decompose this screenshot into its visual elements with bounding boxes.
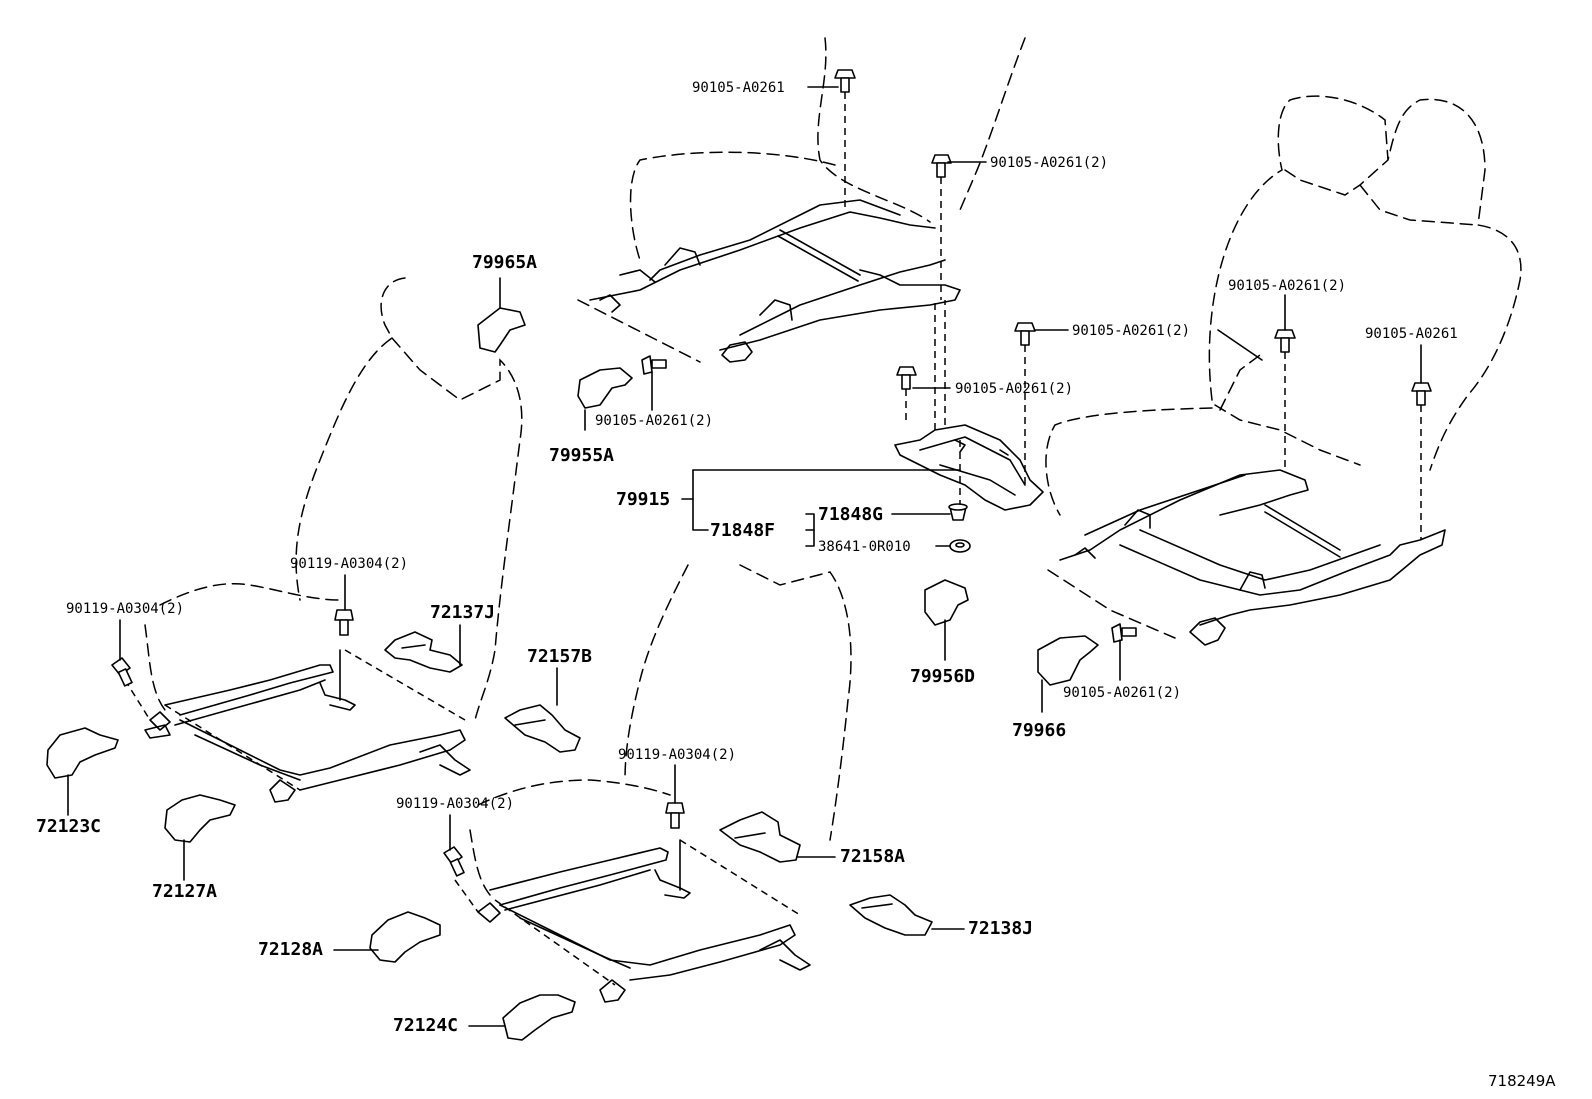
label-part-71848g: 71848G [818, 504, 883, 525]
screw-icon [111, 657, 133, 687]
label-bolt-90105-a0261-2: 90105-A0261(2) [1063, 685, 1181, 701]
top-seat-frame [589, 199, 961, 363]
cover-72124c-icon [502, 994, 576, 1041]
label-bolt-90105-a0261-2: 90105-A0261(2) [1072, 323, 1190, 339]
cover-72137j-icon [384, 631, 463, 673]
cover-72138j-icon [849, 894, 933, 936]
label-bolt-90105-a0261-2: 90105-A0261(2) [595, 413, 713, 429]
leader-lines [67, 86, 1422, 1027]
label-bolt-90105-a0261-2: 90105-A0261(2) [955, 381, 1073, 397]
bolt-icon [834, 69, 856, 210]
label-part-72137j: 72137J [430, 602, 495, 623]
right-seat-frame [1059, 469, 1446, 646]
label-part-72138j: 72138J [968, 918, 1033, 939]
label-part-79966: 79966 [1012, 720, 1066, 741]
left-seat-outline [144, 277, 523, 721]
label-part-72124c: 72124C [393, 1015, 458, 1036]
label-part-72157b: 72157B [527, 646, 592, 667]
screw-icon [443, 846, 465, 877]
screw-icon [665, 802, 685, 829]
label-bolt-90105-a0261: 90105-A0261 [1365, 326, 1458, 342]
bolt-icon [1014, 322, 1036, 488]
label-part-79915: 79915 [616, 489, 670, 510]
bolt-icon [931, 154, 952, 300]
cover-79956d-icon [924, 579, 969, 626]
bolt-icon [641, 355, 667, 375]
label-part-72128a: 72128A [258, 939, 323, 960]
bottom-seat-dashes [454, 839, 801, 986]
label-part-72127a: 72127A [152, 881, 217, 902]
screw-icon [334, 609, 354, 636]
part-labels: 90105-A0261 90105-A0261(2) 79965A 90105-… [36, 80, 1556, 1090]
washer-icon [949, 539, 971, 553]
cover-72157b-icon [504, 704, 581, 753]
label-part-79956d: 79956D [910, 666, 975, 687]
label-screw-90119-a0304-2: 90119-A0304(2) [396, 796, 514, 812]
bolt-icon [896, 366, 917, 420]
figure-reference-number: 718249A [1488, 1072, 1556, 1090]
label-part-38641-0r010: 38641-0R010 [818, 539, 911, 555]
cover-79955a-icon [577, 367, 633, 409]
cover-79965a-icon [477, 307, 526, 353]
label-part-79965a: 79965A [472, 252, 537, 273]
bolt-icon [1274, 329, 1296, 470]
cover-79966-icon [1037, 635, 1099, 686]
label-screw-90119-a0304-2: 90119-A0304(2) [290, 556, 408, 572]
label-part-79955a: 79955A [549, 445, 614, 466]
label-screw-90119-a0304-2: 90119-A0304(2) [618, 747, 736, 763]
label-bolt-90105-a0261-2: 90105-A0261(2) [990, 155, 1108, 171]
cover-72158a-icon [719, 811, 801, 863]
label-screw-90119-a0304-2: 90119-A0304(2) [66, 601, 184, 617]
cover-72123c-icon [46, 727, 119, 779]
left-seat-frame [144, 649, 471, 803]
top-seat-outline [577, 37, 1026, 363]
clip-71848g-icon [948, 503, 968, 521]
cover-72127a-icon [164, 794, 236, 843]
bottom-seat-frame [477, 839, 811, 1003]
label-part-72123c: 72123C [36, 816, 101, 837]
bolt-icon [1111, 623, 1137, 643]
label-bolt-90105-a0261-2: 90105-A0261(2) [1228, 278, 1346, 294]
right-seat-outline [1045, 95, 1522, 639]
label-bolt-90105-a0261: 90105-A0261 [692, 80, 785, 96]
label-part-72158a: 72158A [840, 846, 905, 867]
bottom-seat-outline [469, 564, 852, 896]
label-part-71848f: 71848F [710, 520, 775, 541]
bolt-icon [1411, 382, 1432, 540]
cover-72128a-icon [369, 911, 441, 963]
left-seat-dashes [124, 649, 466, 791]
